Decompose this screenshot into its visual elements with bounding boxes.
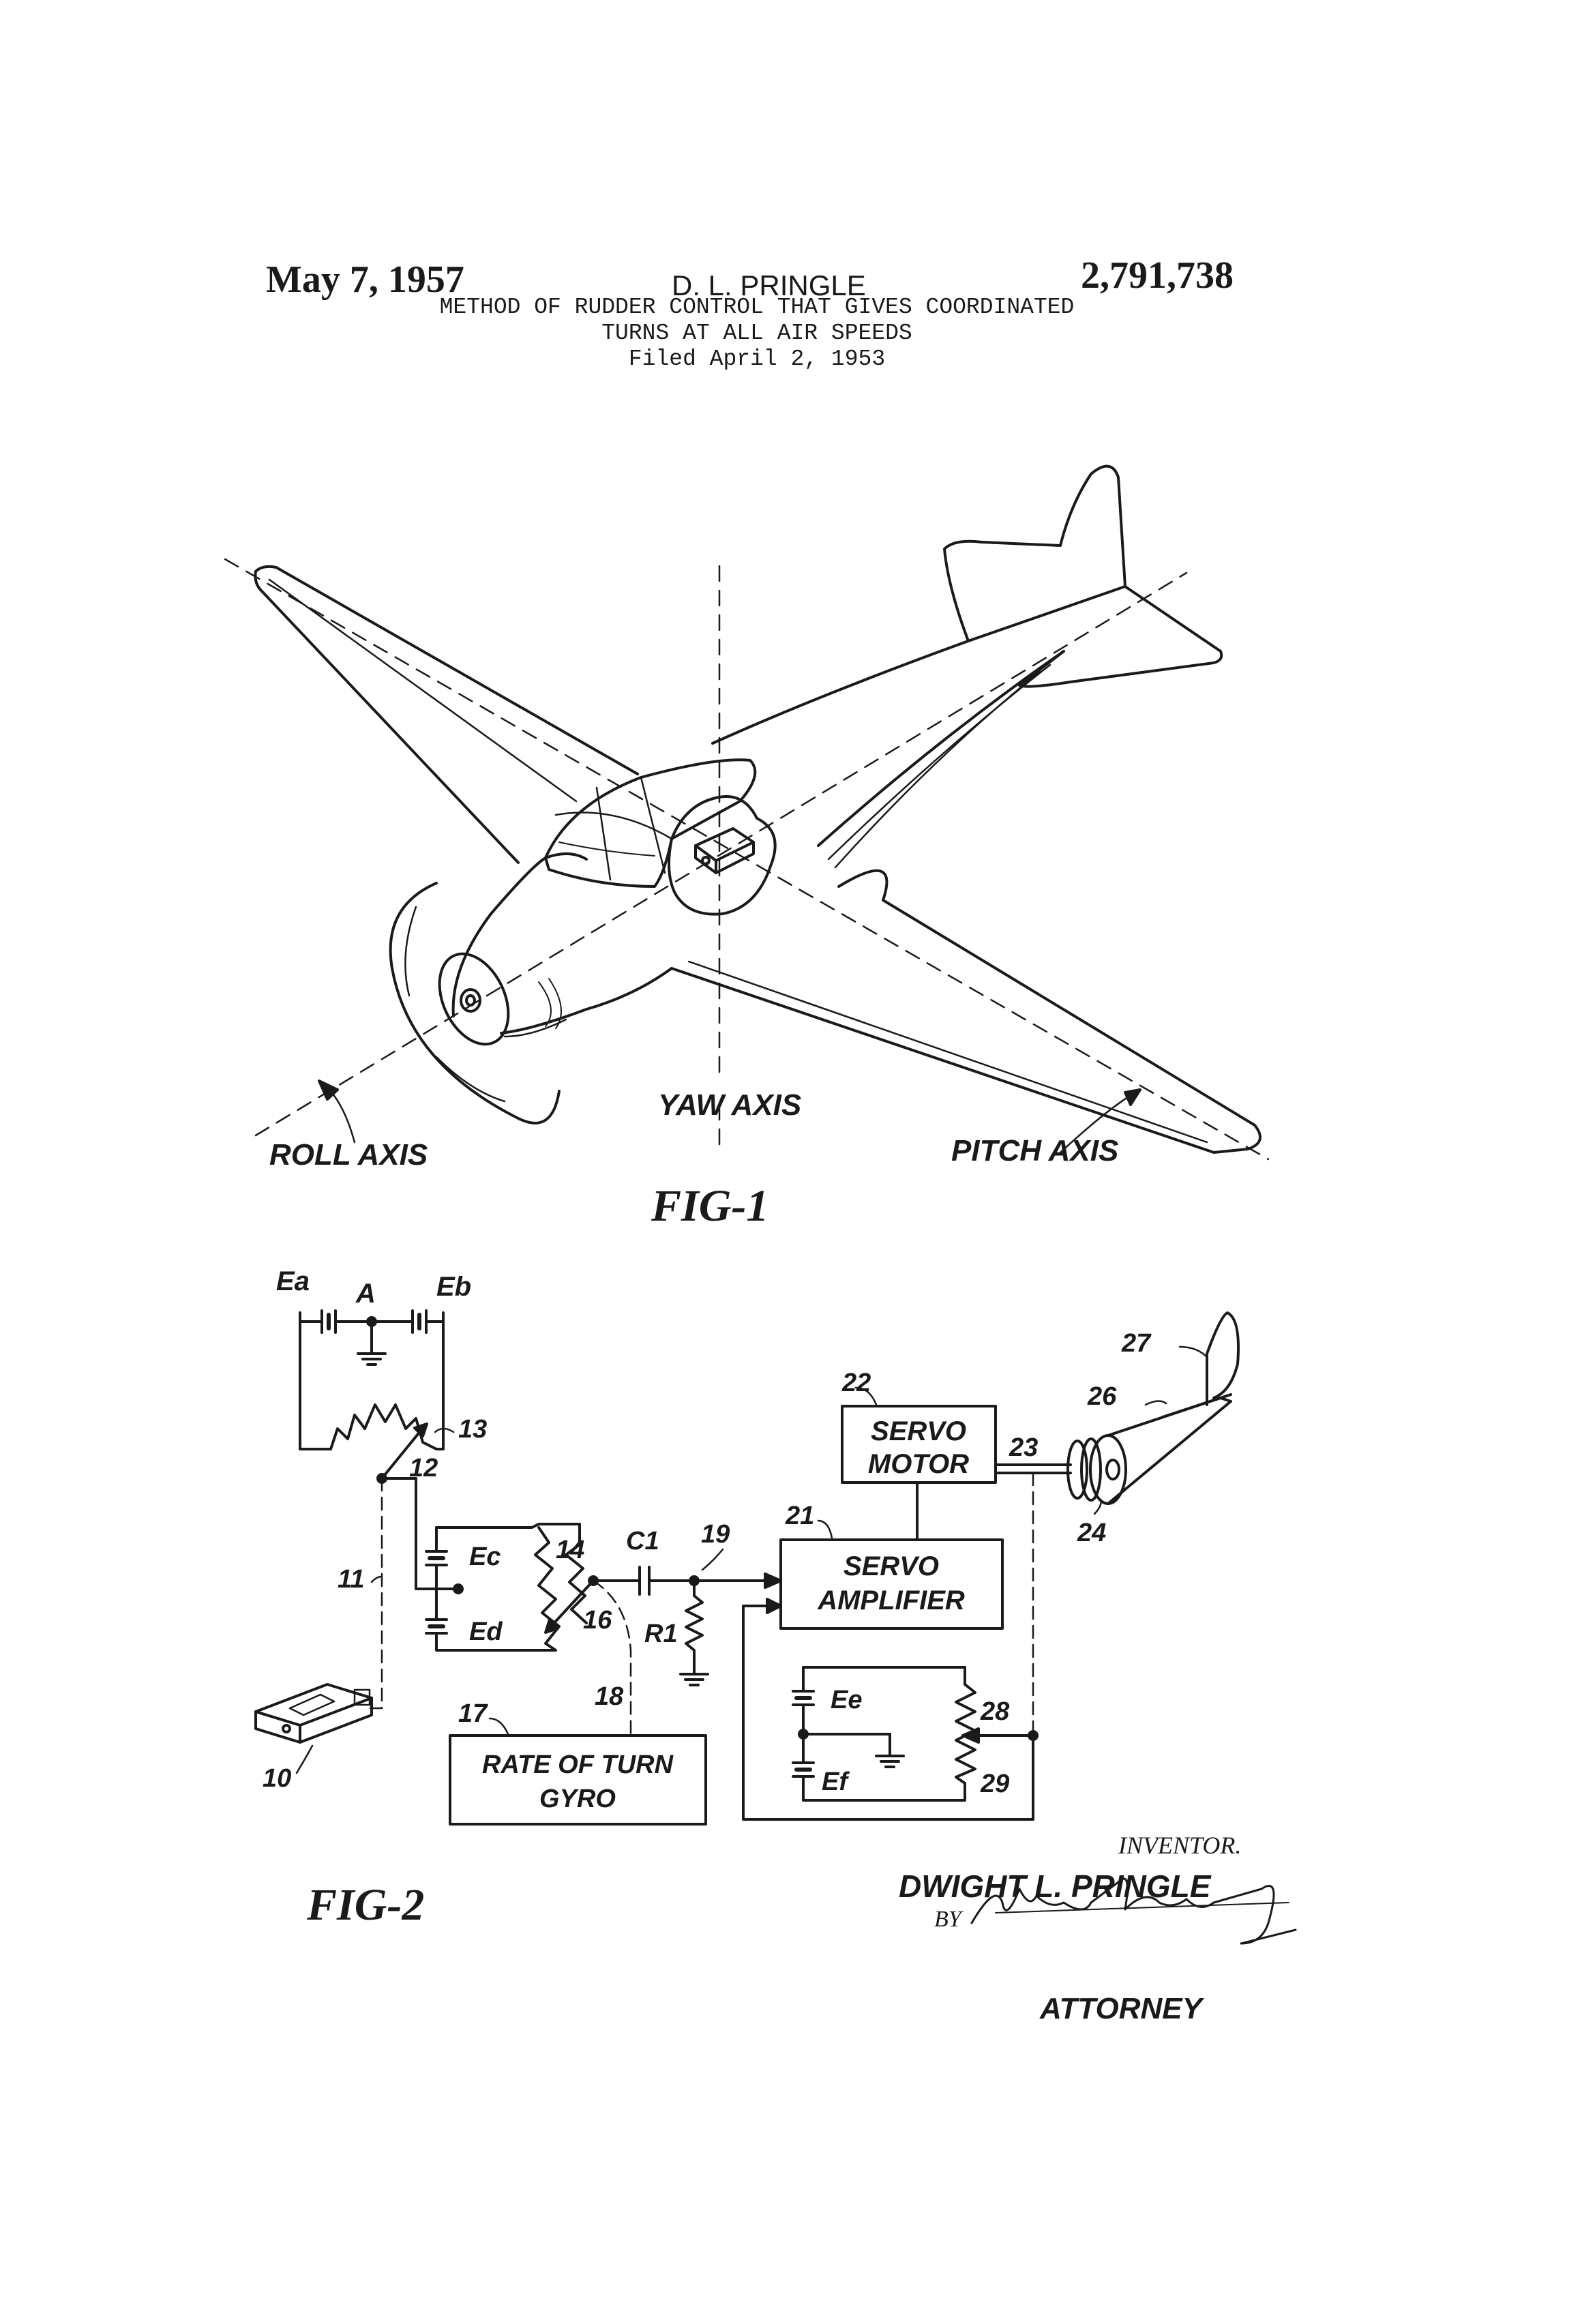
fuselage-belly: [501, 968, 672, 1033]
label-19: 19: [701, 1520, 730, 1549]
vertical-tail: [944, 466, 1125, 641]
servo-amplifier-label-2: AMPLIFIER: [817, 1585, 965, 1615]
label-17-leader: [490, 1718, 508, 1734]
label-13: 13: [458, 1415, 487, 1444]
label-27-leader: [1180, 1347, 1207, 1357]
pulley-24-hub: [1107, 1460, 1119, 1479]
left-wing-trailing-edge: [255, 571, 518, 863]
fig-1-caption: FIG-1: [651, 1181, 768, 1231]
inventor-label: INVENTOR.: [1118, 1832, 1241, 1859]
cowl-hatch-1: [539, 982, 551, 1026]
mechanical-link-18: [593, 1581, 631, 1735]
label-11-leader: [372, 1577, 382, 1582]
label-24: 24: [1077, 1519, 1106, 1547]
roll-axis-label: ROLL AXIS: [269, 1138, 428, 1172]
gyro-unit-top: [696, 829, 753, 861]
label-10-leader: [297, 1746, 312, 1773]
label-22: 22: [841, 1369, 871, 1397]
feedback-arrowhead: [767, 1599, 781, 1613]
servo-amplifier-label-1: SERVO: [844, 1551, 939, 1581]
canopy-frame-1: [597, 788, 610, 880]
battery-top-left-wire: [300, 1313, 322, 1322]
mechanical-link-11: [368, 1478, 382, 1708]
pitch-axis-line: [225, 559, 1268, 1159]
label-12: 12: [409, 1454, 438, 1483]
label-21-leader: [818, 1521, 832, 1538]
label-16: 16: [583, 1606, 612, 1635]
servo-motor-label-2: MOTOR: [868, 1449, 969, 1479]
label-node-a: A: [355, 1279, 376, 1309]
label-29: 29: [980, 1770, 1009, 1798]
propeller-hub-icon: [461, 989, 480, 1011]
airplane-figure: [255, 466, 1260, 1152]
fuselage-top: [713, 586, 1125, 743]
horizontal-tail: [1019, 586, 1221, 687]
label-21: 21: [785, 1502, 814, 1530]
pitch-axis-arrowhead: [1125, 1090, 1140, 1105]
ground-3-wire: [803, 1734, 890, 1756]
label-ea: Ea: [276, 1266, 310, 1296]
label-28: 28: [980, 1697, 1010, 1726]
fuselage-cutaway: [669, 796, 775, 914]
battery-ee-top-wire: [803, 1667, 965, 1691]
signal-19-arrowhead: [765, 1574, 781, 1588]
pot-13-left-wire: [300, 1322, 331, 1449]
gyro-10-knob: [283, 1725, 290, 1732]
label-18: 18: [595, 1682, 624, 1711]
label-11: 11: [338, 1565, 364, 1594]
canopy-frame-3: [556, 813, 672, 839]
label-r1: R1: [644, 1620, 678, 1648]
wiper-output-wire: [382, 1478, 458, 1589]
attorney-label: ATTORNEY: [1039, 1992, 1205, 2025]
resistor-r1: [686, 1581, 702, 1674]
signature-underline: [996, 1903, 1289, 1913]
label-ed: Ed: [469, 1618, 503, 1646]
fuselage-stripe-1: [829, 665, 1050, 859]
label-10: 10: [263, 1764, 291, 1793]
label-c1: C1: [626, 1527, 659, 1555]
label-26-leader: [1146, 1401, 1166, 1405]
label-24-leader: [1094, 1500, 1101, 1514]
label-19-leader: [702, 1549, 723, 1570]
label-27: 27: [1121, 1329, 1152, 1358]
label-23: 23: [1009, 1433, 1038, 1462]
engine-cowl-top: [453, 854, 586, 1016]
propeller-arc-1: [405, 907, 416, 996]
feedback-junction: [1029, 1731, 1037, 1740]
label-14: 14: [556, 1536, 584, 1564]
servo-motor-label-1: SERVO: [871, 1416, 966, 1446]
battery-top-right-wire: [426, 1313, 443, 1322]
label-26: 26: [1087, 1382, 1117, 1411]
rudder-27: [1207, 1313, 1238, 1405]
left-wing-panel-line: [269, 580, 576, 801]
airplane-axes: [225, 559, 1268, 1159]
left-wing-leading-edge: [256, 567, 638, 774]
propeller-arc-2: [436, 1057, 505, 1101]
label-ef: Ef: [822, 1768, 850, 1796]
rate-gyro-label-1: RATE OF TURN: [482, 1751, 674, 1779]
rate-gyro-label-2: GYRO: [539, 1785, 616, 1813]
pitch-axis-label: PITCH AXIS: [951, 1134, 1118, 1167]
fuselage-stripe-2: [835, 672, 1040, 867]
rudder-hinge: [1221, 1398, 1231, 1401]
label-ec: Ec: [469, 1543, 501, 1571]
gyro-10-rotor: [290, 1695, 334, 1715]
label-17: 17: [458, 1699, 488, 1728]
label-ee: Ee: [831, 1686, 862, 1714]
cable-26-lower: [1108, 1401, 1231, 1504]
yaw-axis-label: YAW AXIS: [658, 1088, 801, 1122]
label-eb: Eb: [436, 1272, 471, 1302]
inventor-name: DWIGHT L. PRINGLE: [899, 1868, 1212, 1904]
by-label: BY: [934, 1907, 964, 1932]
fig-2-caption: FIG-2: [306, 1880, 424, 1930]
